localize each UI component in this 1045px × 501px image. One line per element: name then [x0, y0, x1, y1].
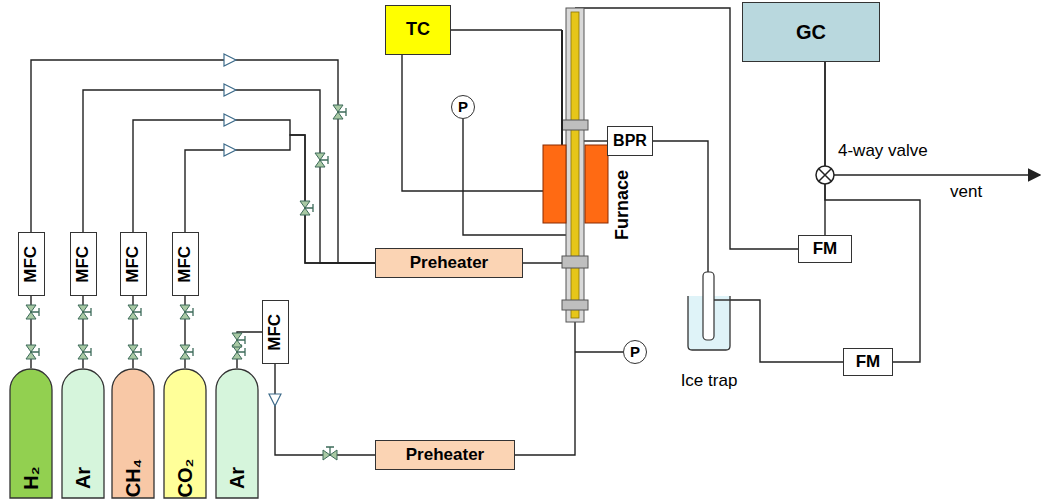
- preheater-box: Preheater: [375, 440, 515, 470]
- gas-line: [451, 29, 562, 30]
- flow-controller: MFC: [172, 232, 199, 296]
- gas-line: [523, 262, 566, 263]
- shutoff-valve: [315, 153, 328, 167]
- flow-controller: MFC: [262, 300, 289, 364]
- node-label: MFC: [74, 246, 93, 283]
- shutoff-valve: [180, 305, 193, 319]
- cylinder-outline: [164, 369, 206, 498]
- analyzer-box: GC: [742, 2, 880, 62]
- node-label: BPR: [613, 132, 647, 150]
- flow-meter: FM: [843, 348, 893, 376]
- pressure-regulator: BPR: [607, 126, 653, 156]
- tube-fitting: [562, 300, 588, 310]
- check-valve: [224, 144, 236, 156]
- pressure-gauge: P: [623, 340, 647, 364]
- pressure-gauge: P: [451, 95, 475, 119]
- gas-line: [575, 351, 623, 352]
- shutoff-valve: [128, 345, 141, 359]
- flow-meter: FM: [798, 235, 852, 263]
- gas-line: [584, 140, 607, 141]
- node-label: MFC: [22, 246, 41, 283]
- shutoff-valve: [232, 333, 245, 347]
- gas-line: [463, 119, 566, 235]
- gas-line: [133, 120, 375, 263]
- gas-name: Ar: [72, 467, 94, 489]
- node-label: P: [458, 99, 468, 116]
- gas-line: [275, 364, 375, 455]
- gas-cylinder: CO₂: [163, 368, 207, 499]
- shutoff-valve: [323, 447, 337, 460]
- gas-name: CH₄: [122, 459, 144, 497]
- gas-name: CO₂: [174, 459, 196, 498]
- shutoff-valve: [78, 305, 91, 319]
- node-label: TC: [406, 20, 430, 40]
- check-valve: [224, 114, 236, 126]
- gas-cylinder: H₂: [9, 368, 53, 499]
- check-valve: [224, 54, 236, 66]
- shutoff-valve: [26, 305, 39, 319]
- gas-line: [402, 55, 543, 191]
- gas-line: [730, 300, 843, 362]
- reactor-tube: [566, 8, 584, 322]
- trap-tube: [703, 272, 714, 340]
- shutoff-valve: [180, 345, 193, 359]
- reactor-core: [571, 12, 579, 318]
- vent-arrow: [834, 174, 1040, 176]
- check-valve: [269, 394, 281, 406]
- cylinder-outline: [216, 369, 258, 498]
- node-label: Ice trap: [681, 372, 738, 391]
- thermocouple-probe: [561, 30, 563, 150]
- shutoff-valve: [78, 345, 91, 359]
- gas-line: [185, 135, 375, 263]
- node-label: MFC: [176, 246, 195, 283]
- ice-trap: Ice trap: [688, 282, 730, 350]
- node-label: GC: [796, 21, 826, 43]
- node-label: Preheater: [410, 254, 488, 273]
- tube-fitting: [562, 120, 588, 130]
- furnace-block: [543, 145, 566, 223]
- node-label: Furnace: [613, 170, 633, 240]
- four-way-valve: [816, 166, 834, 184]
- gas-cylinder: CH₄: [111, 368, 155, 499]
- flow-controller: MFC: [70, 232, 97, 296]
- trap-outlet: [714, 299, 730, 301]
- preheater-box: Preheater: [375, 248, 523, 278]
- flow-controller: MFC: [18, 232, 45, 296]
- cylinder-outline: [62, 369, 104, 498]
- gas-cylinder: Ar: [215, 368, 259, 499]
- vent-label: vent: [950, 183, 982, 202]
- four-way-valve: [819, 169, 831, 181]
- controller-box: TC: [385, 5, 451, 55]
- gas-line: [653, 141, 708, 272]
- check-valve: [224, 84, 236, 96]
- gas-name: H₂: [20, 466, 42, 489]
- shutoff-valve: [128, 305, 141, 319]
- gas-line: [237, 332, 262, 368]
- node-label: FM: [856, 353, 881, 372]
- shutoff-valve: [26, 345, 39, 359]
- cylinder-outline: [112, 369, 154, 498]
- gas-line: [515, 322, 575, 455]
- node-label: MFC: [266, 314, 285, 351]
- valve-label: 4-way valve: [838, 142, 928, 161]
- shutoff-valve: [300, 201, 313, 215]
- node-label: Preheater: [406, 446, 484, 465]
- furnace-unit: Furnace: [543, 140, 607, 224]
- gas-name: Ar: [226, 467, 248, 489]
- shutoff-valve: [333, 105, 346, 119]
- tube-fitting: [562, 256, 588, 268]
- gas-line: [825, 62, 920, 362]
- cylinder-outline: [10, 369, 52, 498]
- node-label: P: [630, 344, 640, 361]
- gas-cylinder: Ar: [61, 368, 105, 499]
- flow-controller: MFC: [120, 232, 147, 296]
- furnace-block: [585, 145, 608, 223]
- node-label: MFC: [124, 246, 143, 283]
- node-label: FM: [813, 240, 838, 259]
